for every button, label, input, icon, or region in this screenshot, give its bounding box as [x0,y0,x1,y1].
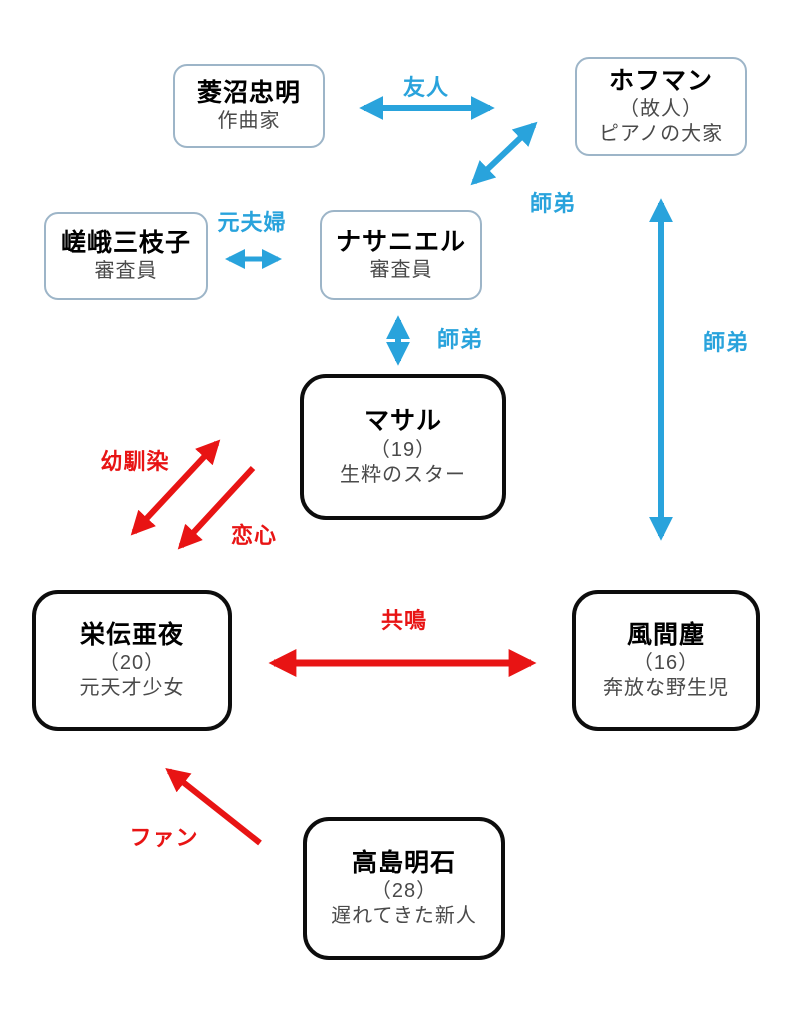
edge-label-shitei-hoffman-jin: 師弟 [702,330,750,355]
node-hoffman-name: ホフマン [608,66,713,95]
node-takashima-role: 遅れてきた新人 [331,905,477,928]
node-hoffman: ホフマン （故人） ピアノの大家 [575,57,747,156]
node-saga: 嵯峨三枝子 審査員 [44,212,208,300]
node-masaru-name: マサル [363,407,442,436]
node-nathaniel-role: 審査員 [369,259,433,282]
edge-label-koigokoro: 恋心 [230,523,278,548]
node-takashima-name: 高島明石 [351,848,456,877]
edge-label-shitei-hoffman-nathaniel: 師弟 [529,191,577,216]
node-aya-role: 元天才少女 [79,677,185,700]
edge-label-osananajimi: 幼馴染 [100,449,170,474]
node-saga-name: 嵯峨三枝子 [60,228,191,257]
node-jin-age: （16） [632,652,700,675]
edge-label-yujin: 友人 [402,75,450,100]
node-hoffman-note: （故人） [619,98,703,121]
node-hoffman-role: ピアノの大家 [598,123,724,146]
node-jin: 風間塵 （16） 奔放な野生児 [572,590,760,731]
edge-label-motofufu: 元夫婦 [217,210,287,235]
node-hishinuma: 菱沼忠明 作曲家 [173,64,325,148]
node-nathaniel: ナサニエル 審査員 [320,210,482,300]
node-masaru: マサル （19） 生粋のスター [300,374,506,520]
node-takashima-age: （28） [370,880,438,903]
node-hishinuma-name: 菱沼忠明 [196,78,301,107]
node-masaru-role: 生粋のスター [340,463,466,486]
edge-label-shitei-nathaniel-masaru: 師弟 [436,327,484,352]
node-hishinuma-role: 作曲家 [217,110,281,133]
node-aya-name: 栄伝亜夜 [79,620,184,649]
node-saga-role: 審査員 [94,260,158,283]
node-masaru-age: （19） [369,438,437,461]
edge-label-fan: ファン [129,825,199,850]
edge-label-kyomei: 共鳴 [380,608,428,633]
node-takashima: 高島明石 （28） 遅れてきた新人 [303,817,505,960]
node-jin-role: 奔放な野生児 [603,677,729,700]
arrow-shitei-hoffman-nathaniel [470,121,538,186]
node-nathaniel-name: ナサニエル [335,227,466,256]
node-aya: 栄伝亜夜 （20） 元天才少女 [32,590,232,731]
node-aya-age: （20） [98,652,166,675]
node-jin-name: 風間塵 [626,620,705,649]
